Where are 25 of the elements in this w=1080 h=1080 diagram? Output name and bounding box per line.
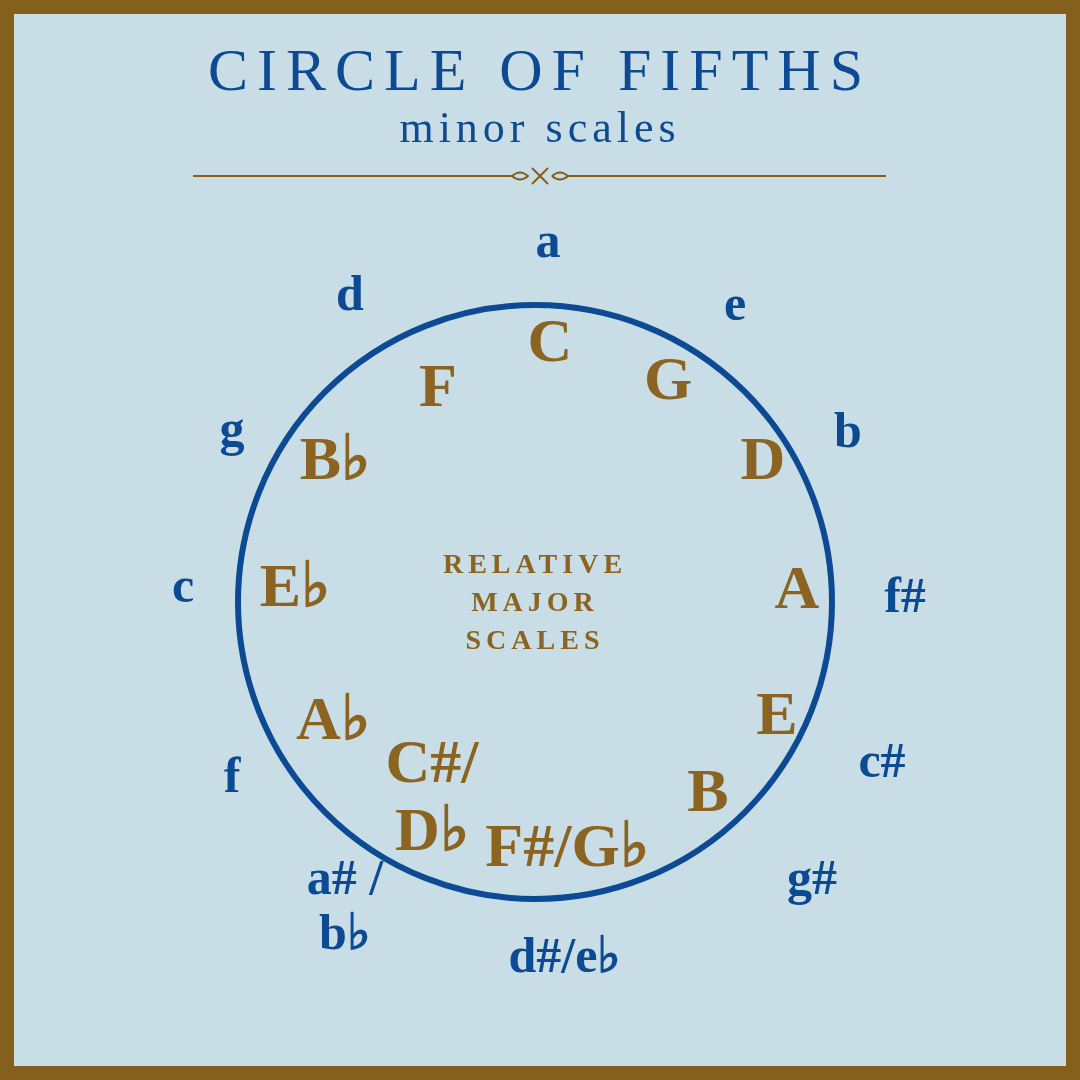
minor-key-label: d#/e♭ <box>508 930 622 980</box>
subtitle: minor scales <box>399 106 681 150</box>
minor-key-label: d <box>336 268 364 318</box>
minor-key-label: f# <box>884 570 926 620</box>
major-key-label: G <box>643 347 693 409</box>
minor-key-label: c <box>171 560 195 610</box>
major-key-label: B♭ <box>299 427 371 489</box>
major-key-label: A <box>774 556 820 618</box>
minor-key-label: a <box>535 215 561 265</box>
major-key-label: E <box>756 682 798 744</box>
title: CIRCLE OF FIFTHS <box>207 40 873 100</box>
minor-key-label: a# / b♭ <box>305 850 385 960</box>
major-key-label: A♭ <box>296 687 370 749</box>
major-key-label: F#/G♭ <box>485 814 649 876</box>
major-key-label: F <box>419 354 457 416</box>
circle-label: RELATIVE MAJOR SCALES <box>441 547 629 657</box>
minor-key-label: f <box>223 750 241 800</box>
minor-key-label: c# <box>858 735 906 785</box>
major-key-label: D <box>740 427 786 489</box>
major-key-label: E♭ <box>259 554 331 616</box>
minor-key-label: b <box>834 405 862 455</box>
major-key-label: C <box>527 309 573 371</box>
major-key-label: C#/ D♭ <box>384 726 480 864</box>
minor-key-label: e <box>723 278 747 328</box>
major-key-label: B <box>687 759 729 821</box>
